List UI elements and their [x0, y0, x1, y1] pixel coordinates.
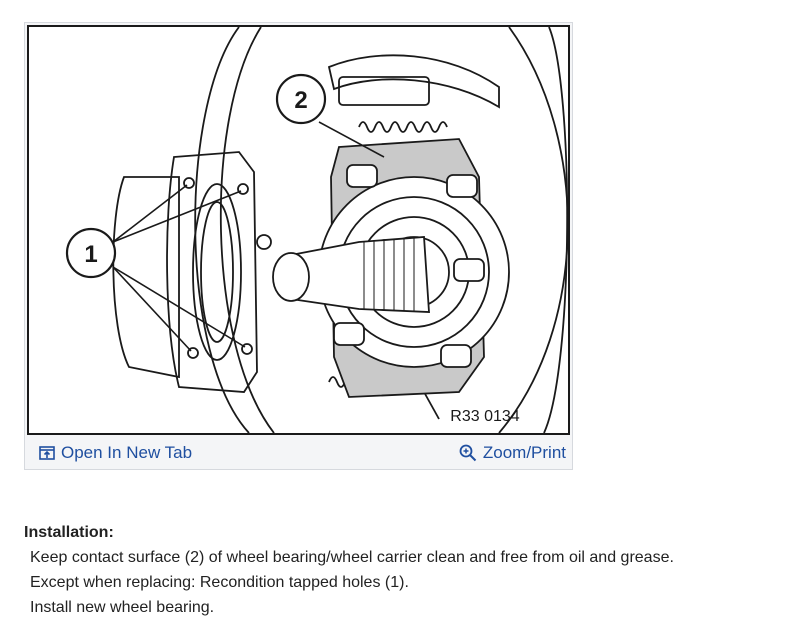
instruction-step: Install new wheel bearing. — [30, 599, 215, 616]
figure-container: 1 2 R33 0134 Open In New Tab — [24, 22, 573, 470]
open-new-tab-label: Open In New Tab — [61, 443, 193, 462]
magnifier-plus-icon — [459, 444, 477, 462]
open-in-new-tab-icon — [39, 446, 55, 460]
zoom-print-label: Zoom/Print — [482, 443, 566, 462]
instructions-section: Installation: Keep contact surface (2) o… — [24, 520, 784, 620]
figure-toolbar: Open In New Tab Zoom/Print — [25, 437, 572, 469]
callout-2-label: 2 — [294, 87, 307, 114]
instruction-step: Except when replacing: Recondition tappe… — [30, 574, 409, 591]
figure-id: R33 0134 — [450, 408, 519, 425]
instruction-step: Keep contact surface (2) of wheel bearin… — [30, 549, 674, 566]
callout-1-label: 1 — [84, 241, 97, 268]
instruction-steps: Keep contact surface (2) of wheel bearin… — [24, 545, 784, 620]
instructions-heading: Installation: — [24, 524, 114, 541]
zoom-print-link[interactable]: Zoom/Print — [459, 443, 572, 463]
wheel-bearing-illustration: 1 2 R33 0134 — [27, 25, 570, 435]
open-new-tab-link[interactable]: Open In New Tab — [25, 443, 192, 463]
wheel-bearing-drawing: 1 2 R33 0134 — [65, 27, 568, 433]
